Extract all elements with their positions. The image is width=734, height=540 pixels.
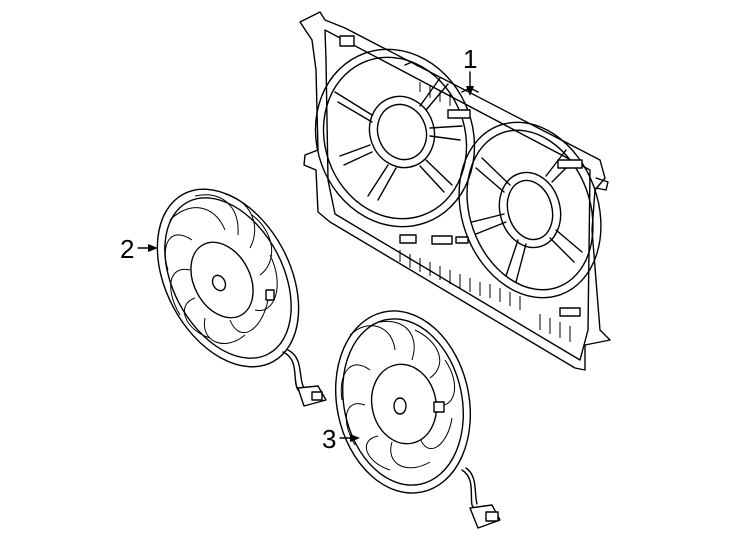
- callout-1: 1: [463, 44, 477, 96]
- callout-label-1: 1: [463, 44, 477, 74]
- fan-motor-right: [334, 310, 501, 529]
- callout-label-2: 2: [120, 234, 134, 264]
- callout-label-3: 3: [322, 424, 336, 454]
- callout-2: 2: [120, 234, 158, 264]
- fan-motor-left: [156, 188, 327, 407]
- fan-shroud: [299, 11, 611, 371]
- callout-3: 3: [322, 424, 360, 454]
